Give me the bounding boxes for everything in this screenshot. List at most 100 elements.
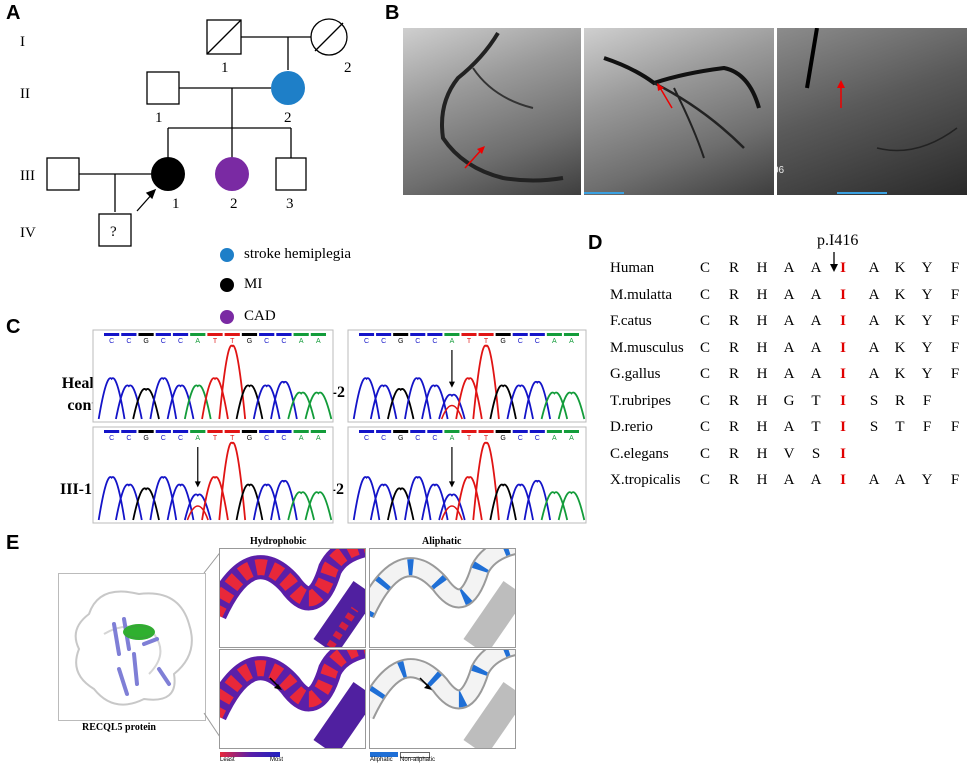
- residue: K: [894, 286, 906, 303]
- base-call-bar: [427, 430, 443, 433]
- residue: F: [950, 313, 960, 329]
- trace-peak: [472, 441, 500, 521]
- species-name: M.musculus: [610, 339, 684, 356]
- deceased-slash-I1: [206, 19, 242, 55]
- residue: H: [756, 313, 768, 329]
- base-call-bar: [259, 430, 275, 433]
- trace-peak: [421, 384, 449, 420]
- trace-peak: [523, 380, 552, 420]
- trace-peak: [387, 388, 415, 420]
- residue: F: [950, 366, 960, 382]
- base-call-bar: [478, 430, 494, 433]
- hydrophobic-scale-min: Least: [220, 757, 235, 763]
- base-call-bar: [224, 430, 240, 433]
- base-call-bar: [293, 333, 309, 336]
- base-call-letter: T: [467, 435, 472, 442]
- base-call-letter: C: [381, 435, 386, 442]
- residue: H: [756, 339, 768, 356]
- generation-label-I: I: [20, 34, 25, 50]
- panel-label-e: E: [6, 532, 20, 554]
- residue: V: [783, 445, 795, 462]
- aliphatic-legend-label: Aliphatic: [370, 757, 393, 763]
- legend-label-cad: CAD: [244, 308, 276, 324]
- pedigree-III2-female-cad: [215, 157, 249, 191]
- trace-peak: [438, 493, 466, 521]
- base-call-letter: T: [484, 338, 489, 345]
- individual-III2-number: 2: [230, 196, 238, 212]
- trace-peak-het: [186, 505, 209, 521]
- species-name: F.catus: [610, 313, 652, 329]
- residue: R: [728, 286, 739, 303]
- residue: Y: [921, 472, 933, 488]
- trace-peak: [352, 377, 381, 420]
- trace-peak: [352, 476, 381, 521]
- base-call-letter: C: [161, 435, 166, 442]
- base-call-letter: C: [281, 338, 286, 345]
- trace-peak: [97, 377, 126, 420]
- residue: A: [868, 313, 880, 329]
- base-call-bar: [529, 430, 545, 433]
- trace-peak: [557, 391, 586, 420]
- residue: C: [699, 286, 710, 303]
- base-call-bar: [495, 333, 511, 336]
- residue: K: [894, 339, 906, 356]
- base-call-letter: C: [109, 435, 114, 442]
- residue: C: [699, 313, 710, 329]
- residue: K: [894, 366, 906, 382]
- aliphatic-view-mut: [369, 649, 516, 749]
- base-call-bar: [444, 430, 460, 433]
- trace-peak: [218, 344, 247, 420]
- trace-peak: [97, 476, 126, 521]
- species-name: G.gallus: [610, 366, 661, 382]
- base-call-bar: [359, 430, 375, 433]
- base-call-letter: A: [450, 338, 455, 345]
- residue: A: [783, 313, 795, 329]
- alignment-position-arrow: [830, 252, 838, 272]
- base-call-letter: T: [230, 338, 235, 345]
- base-call-letter: G: [143, 338, 148, 345]
- hydrophobic-scale-max: Most: [270, 757, 284, 763]
- chromatogram-frame: [347, 426, 587, 524]
- residue: R: [728, 339, 739, 356]
- base-call-letter: C: [535, 435, 540, 442]
- residue: A: [810, 339, 822, 356]
- residue: A: [868, 339, 880, 356]
- base-call-letter: A: [316, 435, 321, 442]
- base-call-bar: [512, 333, 528, 336]
- base-call-letter: G: [500, 338, 505, 345]
- residue-i416: I: [840, 339, 846, 356]
- base-call-bar: [241, 430, 258, 433]
- trace-peak: [387, 487, 415, 521]
- trace-peak: [421, 483, 449, 521]
- base-call-letter: A: [195, 435, 200, 442]
- hydrophobic-view-wt: [219, 548, 366, 648]
- aliphatic-title: Aliphatic: [422, 536, 462, 547]
- residue: C: [699, 260, 710, 276]
- species-name: T.rubripes: [610, 392, 671, 409]
- residue: R: [894, 392, 905, 409]
- legend-stroke: stroke hemiplegia: [220, 246, 351, 263]
- base-call-bar: [563, 430, 579, 433]
- legend-dot-mi: [220, 277, 234, 292]
- generation-label-IV: IV: [20, 225, 36, 241]
- residue-i416: I: [840, 392, 846, 409]
- trace-peak: [201, 377, 229, 420]
- base-call-letter: G: [247, 338, 252, 345]
- legend-dot-cad: [220, 309, 234, 324]
- trace-peak-het: [440, 505, 463, 521]
- base-call-letter: G: [143, 435, 148, 442]
- trace-peak: [166, 483, 195, 521]
- individual-III1-number: 1: [172, 196, 180, 212]
- base-call-letter: T: [230, 435, 235, 442]
- base-call-bar: [276, 430, 292, 433]
- non-aliphatic-legend-label: Non-aliphatic: [400, 757, 436, 763]
- base-call-bar: [546, 430, 562, 433]
- pedigree-III1-female-mi: [151, 157, 185, 191]
- individual-III3-number: 3: [286, 196, 294, 212]
- residue: G: [783, 392, 795, 409]
- base-call-letter: C: [178, 338, 183, 345]
- residue: A: [810, 472, 822, 488]
- hydrophobic-scale-bar: [220, 752, 280, 757]
